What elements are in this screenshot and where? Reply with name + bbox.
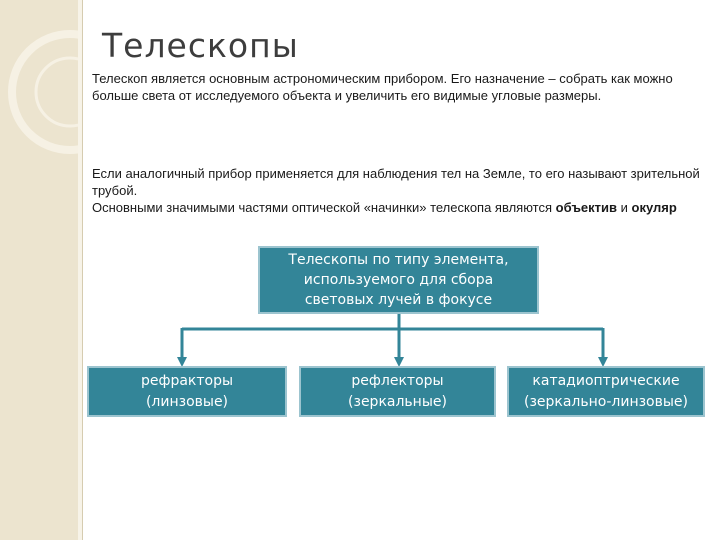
sidebar-circles-decoration xyxy=(8,30,78,154)
term-eyepiece: окуляр xyxy=(631,200,677,215)
diagram-node-reflectors: рефлекторы (зеркальные) xyxy=(299,366,496,417)
term-objective: объектив xyxy=(555,200,618,215)
root-node-line2: используемого для сбора xyxy=(303,272,494,288)
paragraph-purpose: Телескоп является основным астрономическ… xyxy=(92,71,673,103)
paragraph-parts-text: Основными значимыми частями оптической «… xyxy=(92,200,556,215)
diagram-root-node: Телескопы по типу элемента, используемог… xyxy=(258,246,539,314)
page-title: Телескопы xyxy=(102,26,299,65)
paragraph-parts: Основными значимыми частями оптической «… xyxy=(92,199,707,216)
root-node-line1: Телескопы по типу элемента, xyxy=(288,252,509,268)
node-catadioptric-title: катадиоптрические xyxy=(532,372,680,389)
decorative-sidebar xyxy=(0,0,78,540)
root-node-line3: световых лучей в фокусе xyxy=(304,292,493,308)
paragraph-spotting-scope: Если аналогичный прибор применяется для … xyxy=(92,166,700,198)
node-catadioptric-subtitle: (зеркально-линзовые) xyxy=(523,393,688,410)
node-reflectors-subtitle: (зеркальные) xyxy=(348,393,447,410)
sidebar-edge xyxy=(78,0,82,540)
diagram-node-refractors: рефракторы (линзовые) xyxy=(87,366,287,417)
node-refractors-title: рефракторы xyxy=(140,372,234,389)
paragraph-parts-and: и xyxy=(617,200,632,215)
node-reflectors-title: рефлекторы xyxy=(351,372,444,389)
diagram-node-catadioptric: катадиоптрические (зеркально-линзовые) xyxy=(507,366,705,417)
sidebar-divider xyxy=(82,0,83,540)
node-refractors-subtitle: (линзовые) xyxy=(145,393,229,410)
